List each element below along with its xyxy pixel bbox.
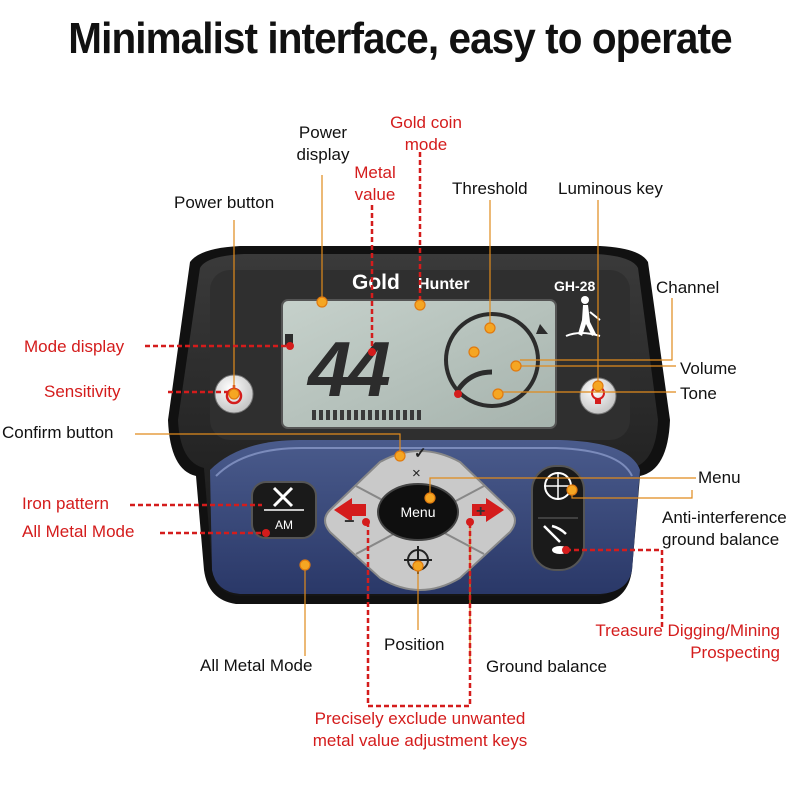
label-luminous-key: Luminous key xyxy=(558,179,663,198)
lcd-digits: 44 xyxy=(306,325,390,413)
label-all-metal-mode-black: All Metal Mode xyxy=(200,656,313,675)
label-sensitivity: Sensitivity xyxy=(44,382,121,401)
svg-text:−: − xyxy=(344,511,355,531)
label-metal-value: Metal value xyxy=(354,163,396,204)
label-mode-display: Mode display xyxy=(24,337,125,356)
minus-key[interactable]: − xyxy=(334,498,366,531)
svg-text:Menu: Menu xyxy=(400,504,435,520)
svg-text:✓: ✓ xyxy=(414,445,427,462)
label-iron-pattern: Iron pattern xyxy=(22,494,109,513)
label-channel: Channel xyxy=(656,278,720,297)
svg-text:×: × xyxy=(412,465,421,482)
plus-key[interactable]: + xyxy=(472,498,504,522)
svg-text:AM: AM xyxy=(275,518,293,532)
menu-key[interactable]: Menu xyxy=(377,483,459,541)
ground-treasure-key[interactable] xyxy=(531,465,585,571)
model-name: GH-28 xyxy=(554,278,595,294)
brand-hunter: Hunter xyxy=(418,276,470,293)
label-gold-coin-mode: Gold coin mode xyxy=(390,113,462,154)
red-leader-lines xyxy=(130,152,664,708)
label-precisely-exclude: Precisely exclude unwanted metal value a… xyxy=(312,709,528,750)
label-threshold: Threshold xyxy=(452,179,528,198)
lcd-signal-bar xyxy=(312,410,421,420)
label-treasure-digging: Treasure Digging/Mining Prospecting xyxy=(595,621,780,662)
label-position: Position xyxy=(384,635,445,654)
headline: Minimalist interface, easy to operate xyxy=(68,14,732,63)
label-power-display: Power display xyxy=(296,123,350,164)
red-markers xyxy=(262,342,570,554)
label-ground-balance: Ground balance xyxy=(486,657,607,676)
iron-am-key[interactable]: AM xyxy=(251,481,317,539)
label-menu: Menu xyxy=(698,468,741,487)
label-volume: Volume xyxy=(680,359,737,378)
label-tone: Tone xyxy=(680,384,717,403)
label-power-button: Power button xyxy=(174,193,275,212)
orange-markers xyxy=(228,296,604,572)
label-all-metal-mode-red: All Metal Mode xyxy=(22,522,135,541)
brand-gold: Gold xyxy=(352,271,400,294)
svg-text:+: + xyxy=(476,503,485,520)
label-anti-interference: Anti-interference ground balance xyxy=(662,508,787,549)
label-confirm-button: Confirm button xyxy=(2,423,114,442)
confirm-key[interactable]: ✓ × xyxy=(412,445,427,482)
